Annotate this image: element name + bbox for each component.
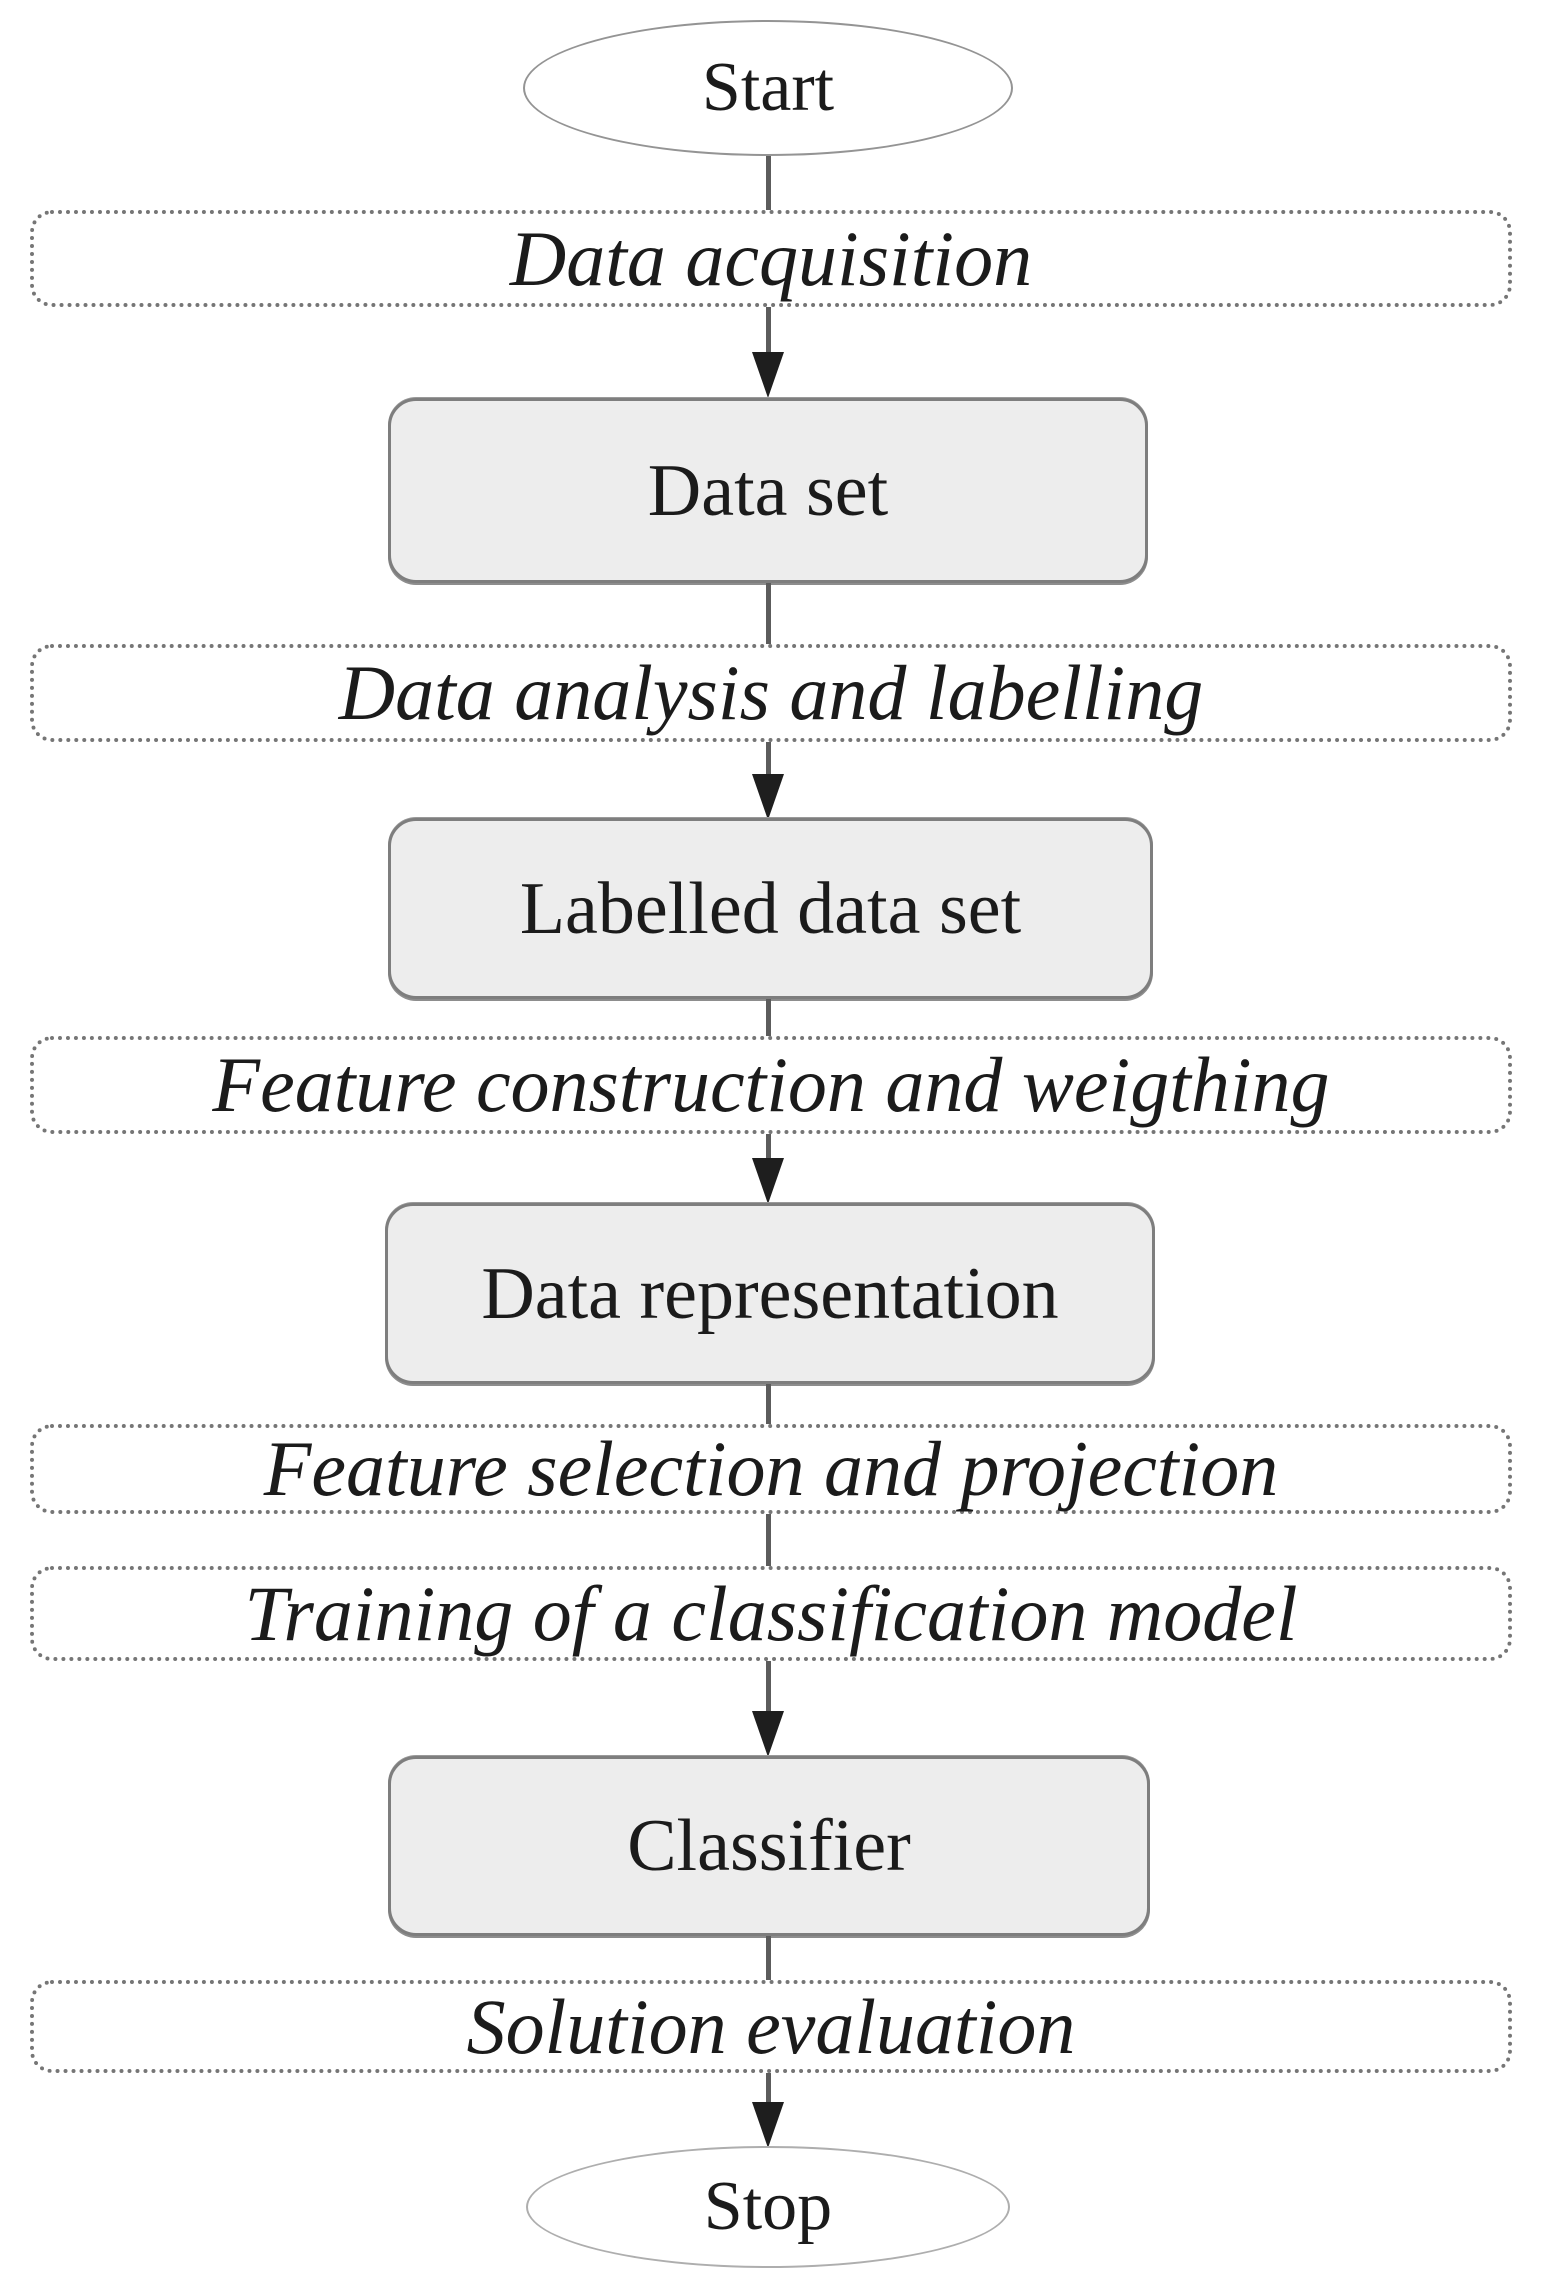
connector-data-representation-to-feature-selection (766, 1384, 771, 1428)
node-data-analysis-label: Data analysis and labelling (338, 649, 1204, 736)
connector-data-set-to-data-analysis (766, 583, 771, 646)
node-labelled-data-set: Labelled data set (388, 818, 1153, 999)
connector-classifier-to-solution-evaluation (766, 1936, 771, 1984)
connector-feature-selection-to-training (766, 1514, 771, 1570)
node-data-representation-label: Data representation (481, 1252, 1059, 1335)
node-training: Training of a classification model (30, 1566, 1512, 1661)
node-feature-selection-label: Feature selection and projection (263, 1425, 1279, 1512)
node-solution-evaluation: Solution evaluation (30, 1980, 1512, 2073)
arrow-down-icon (752, 2102, 784, 2148)
arrow-down-icon (752, 774, 784, 820)
arrow-down-icon (752, 1158, 784, 1204)
connector-solution-evaluation-to-stop (766, 2073, 771, 2108)
arrow-down-icon (752, 1711, 784, 1757)
node-start-label: Start (701, 49, 835, 126)
node-feature-selection: Feature selection and projection (30, 1424, 1512, 1514)
node-data-acquisition-label: Data acquisition (509, 214, 1033, 302)
arrow-down-icon (752, 352, 784, 398)
node-feature-construction: Feature construction and weigthing (30, 1036, 1512, 1134)
node-classifier: Classifier (388, 1756, 1150, 1936)
connector-feature-construction-to-data-representation (766, 1134, 771, 1164)
node-solution-evaluation-label: Solution evaluation (466, 1982, 1076, 2070)
node-data-acquisition: Data acquisition (30, 210, 1512, 307)
node-labelled-data-set-label: Labelled data set (519, 867, 1022, 950)
connector-labelled-data-set-to-feature-construction (766, 999, 771, 1040)
connector-data-analysis-to-labelled-data-set (766, 742, 771, 778)
node-stop-label: Stop (703, 2168, 833, 2245)
node-data-set-label: Data set (647, 449, 889, 532)
node-start: Start (523, 20, 1013, 156)
node-data-analysis: Data analysis and labelling (30, 644, 1512, 742)
node-data-representation: Data representation (385, 1203, 1155, 1384)
node-stop: Stop (526, 2146, 1010, 2268)
connector-start-to-data-acquisition (766, 156, 771, 212)
node-data-set: Data set (388, 398, 1148, 583)
connector-data-acquisition-to-data-set (766, 307, 771, 356)
connector-training-to-classifier (766, 1661, 771, 1715)
node-feature-construction-label: Feature construction and weigthing (212, 1041, 1330, 1128)
node-classifier-label: Classifier (627, 1805, 911, 1887)
node-training-label: Training of a classification model (244, 1569, 1298, 1657)
